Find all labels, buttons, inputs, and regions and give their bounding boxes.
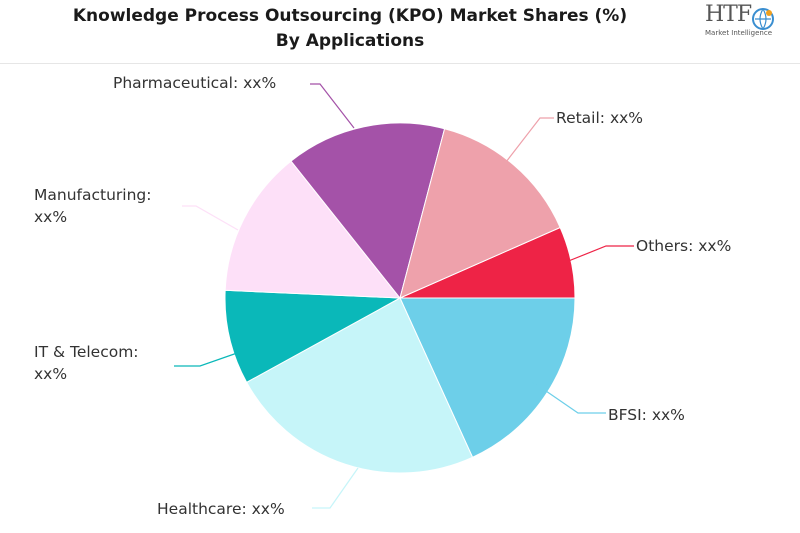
chart-title: Knowledge Process Outsourcing (KPO) Mark…	[72, 6, 628, 51]
leader-line-pharmaceutical	[310, 83, 355, 129]
slice-label-manufacturing: Manufacturing:xx%	[34, 186, 151, 226]
slice-label-others: Others: xx%	[636, 237, 731, 255]
logo-subtext: Market Intelligence	[705, 29, 773, 37]
pie-slice-bfsi	[399, 297, 576, 458]
slice-label-pharmaceutical: Pharmaceutical: xx%	[113, 74, 276, 92]
globe-icon	[752, 8, 774, 30]
leader-line-manufacturing	[182, 205, 239, 231]
leader-line-it-telecom	[174, 351, 241, 367]
htf-logo: HTF Market Intelligence	[705, 2, 785, 42]
leader-line-retail	[505, 117, 554, 163]
leader-line-bfsi	[529, 379, 606, 414]
slice-label-bfsi: BFSI: xx%	[608, 406, 685, 424]
pie-slice-manufacturing	[224, 160, 402, 299]
slice-label-retail: Retail: xx%	[556, 109, 643, 127]
pie-slice-retail	[399, 128, 561, 299]
pie-slice-healthcare	[245, 297, 474, 474]
slice-label-healthcare: Healthcare: xx%	[157, 500, 285, 518]
pie-slice-it-telecom	[224, 289, 402, 383]
pie-slice-pharmaceutical	[290, 122, 446, 300]
logo-brand-text: HTF	[705, 2, 752, 27]
leader-line-healthcare	[312, 467, 359, 509]
header-divider	[0, 63, 800, 64]
pie-slices	[224, 122, 576, 474]
leader-line-others	[565, 245, 634, 263]
slice-label-it-telecom: IT & Telecom:xx%	[34, 343, 139, 383]
